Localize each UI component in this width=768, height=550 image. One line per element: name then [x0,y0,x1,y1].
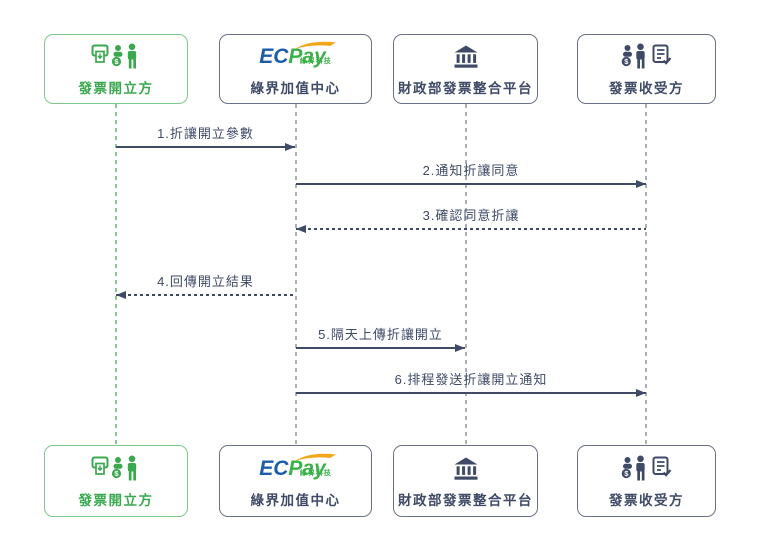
actor-label: 綠界加值中心 [250,492,341,508]
message-4: 4.回傳開立結果 [116,274,295,299]
message-2: 2.通知折讓同意 [296,163,646,188]
actor-label: 發票開立方 [78,492,154,508]
message-line [116,290,295,299]
bank-icon [453,454,479,484]
arrowhead-left-icon [296,224,306,233]
invoice-issuer-icon: $ [91,42,141,72]
message-label: 6.排程發送折讓開立通知 [394,372,548,387]
actor-mof-top: 財政部發票整合平台 [393,34,538,104]
actor-receiver-bottom: $ 發票收受方 [577,445,716,517]
arrowhead-right-icon [285,142,295,151]
message-label: 2.通知折讓同意 [422,163,520,178]
svg-text:$: $ [624,57,629,66]
ecpay-logo-pay: Pay [288,456,326,480]
message-3: 3.確認同意折讓 [296,208,646,233]
svg-text:$: $ [114,469,119,478]
invoice-receiver-icon: $ [621,42,673,72]
actor-label: 財政部發票整合平台 [398,80,533,96]
arrowhead-right-icon [636,388,646,397]
message-1: 1.折讓開立參數 [116,126,295,151]
ecpay-swoosh-icon [294,41,336,49]
actor-ecpay-bottom: ECPay 綠界科技 綠界加值中心 [219,445,372,517]
invoice-receiver-icon: $ [621,454,673,484]
svg-text:$: $ [114,57,119,66]
arrowhead-left-icon [116,290,126,299]
actor-label: 綠界加值中心 [250,80,341,96]
lifeline-ecpay [295,104,297,445]
message-line [296,224,646,233]
ecpay-logo: ECPay 綠界科技 [259,41,336,72]
ecpay-swoosh-icon [294,453,336,461]
actor-label: 發票開立方 [78,80,154,96]
message-line [296,343,465,352]
message-label: 1.折讓開立參數 [157,126,254,141]
lifeline-issuer [115,104,117,445]
message-line [296,388,646,397]
lifeline-receiver [645,104,647,445]
actor-mof-bottom: 財政部發票整合平台 [393,445,538,517]
actor-ecpay-top: ECPay 綠界科技 綠界加值中心 [219,34,372,104]
message-label: 5.隔天上傳折讓開立 [318,327,443,342]
arrowhead-right-icon [636,179,646,188]
message-line [296,179,646,188]
actor-issuer-top: $ 發票開立方 [44,34,188,104]
actor-issuer-bottom: $ 發票開立方 [44,445,188,517]
svg-text:$: $ [624,469,629,478]
ecpay-logo: ECPay 綠界科技 [259,453,336,484]
actor-label: 財政部發票整合平台 [398,492,533,508]
message-6: 6.排程發送折讓開立通知 [296,372,646,397]
ecpay-logo-subtext: 綠界科技 [299,469,332,477]
message-5: 5.隔天上傳折讓開立 [296,327,465,352]
actor-label: 發票收受方 [609,80,684,96]
invoice-issuer-icon: $ [91,454,141,484]
bank-icon [453,42,479,72]
actor-receiver-top: $ 發票收受方 [577,34,716,104]
ecpay-logo-ec: EC [259,456,289,480]
ecpay-logo-subtext: 綠界科技 [299,57,332,65]
ecpay-logo-ec: EC [259,44,289,68]
ecpay-logo-pay: Pay [288,44,326,68]
actor-label: 發票收受方 [609,492,684,508]
message-label: 4.回傳開立結果 [157,274,254,289]
lifeline-mof [465,104,467,445]
message-line [116,142,295,151]
message-label: 3.確認同意折讓 [422,208,520,223]
arrowhead-right-icon [455,343,465,352]
